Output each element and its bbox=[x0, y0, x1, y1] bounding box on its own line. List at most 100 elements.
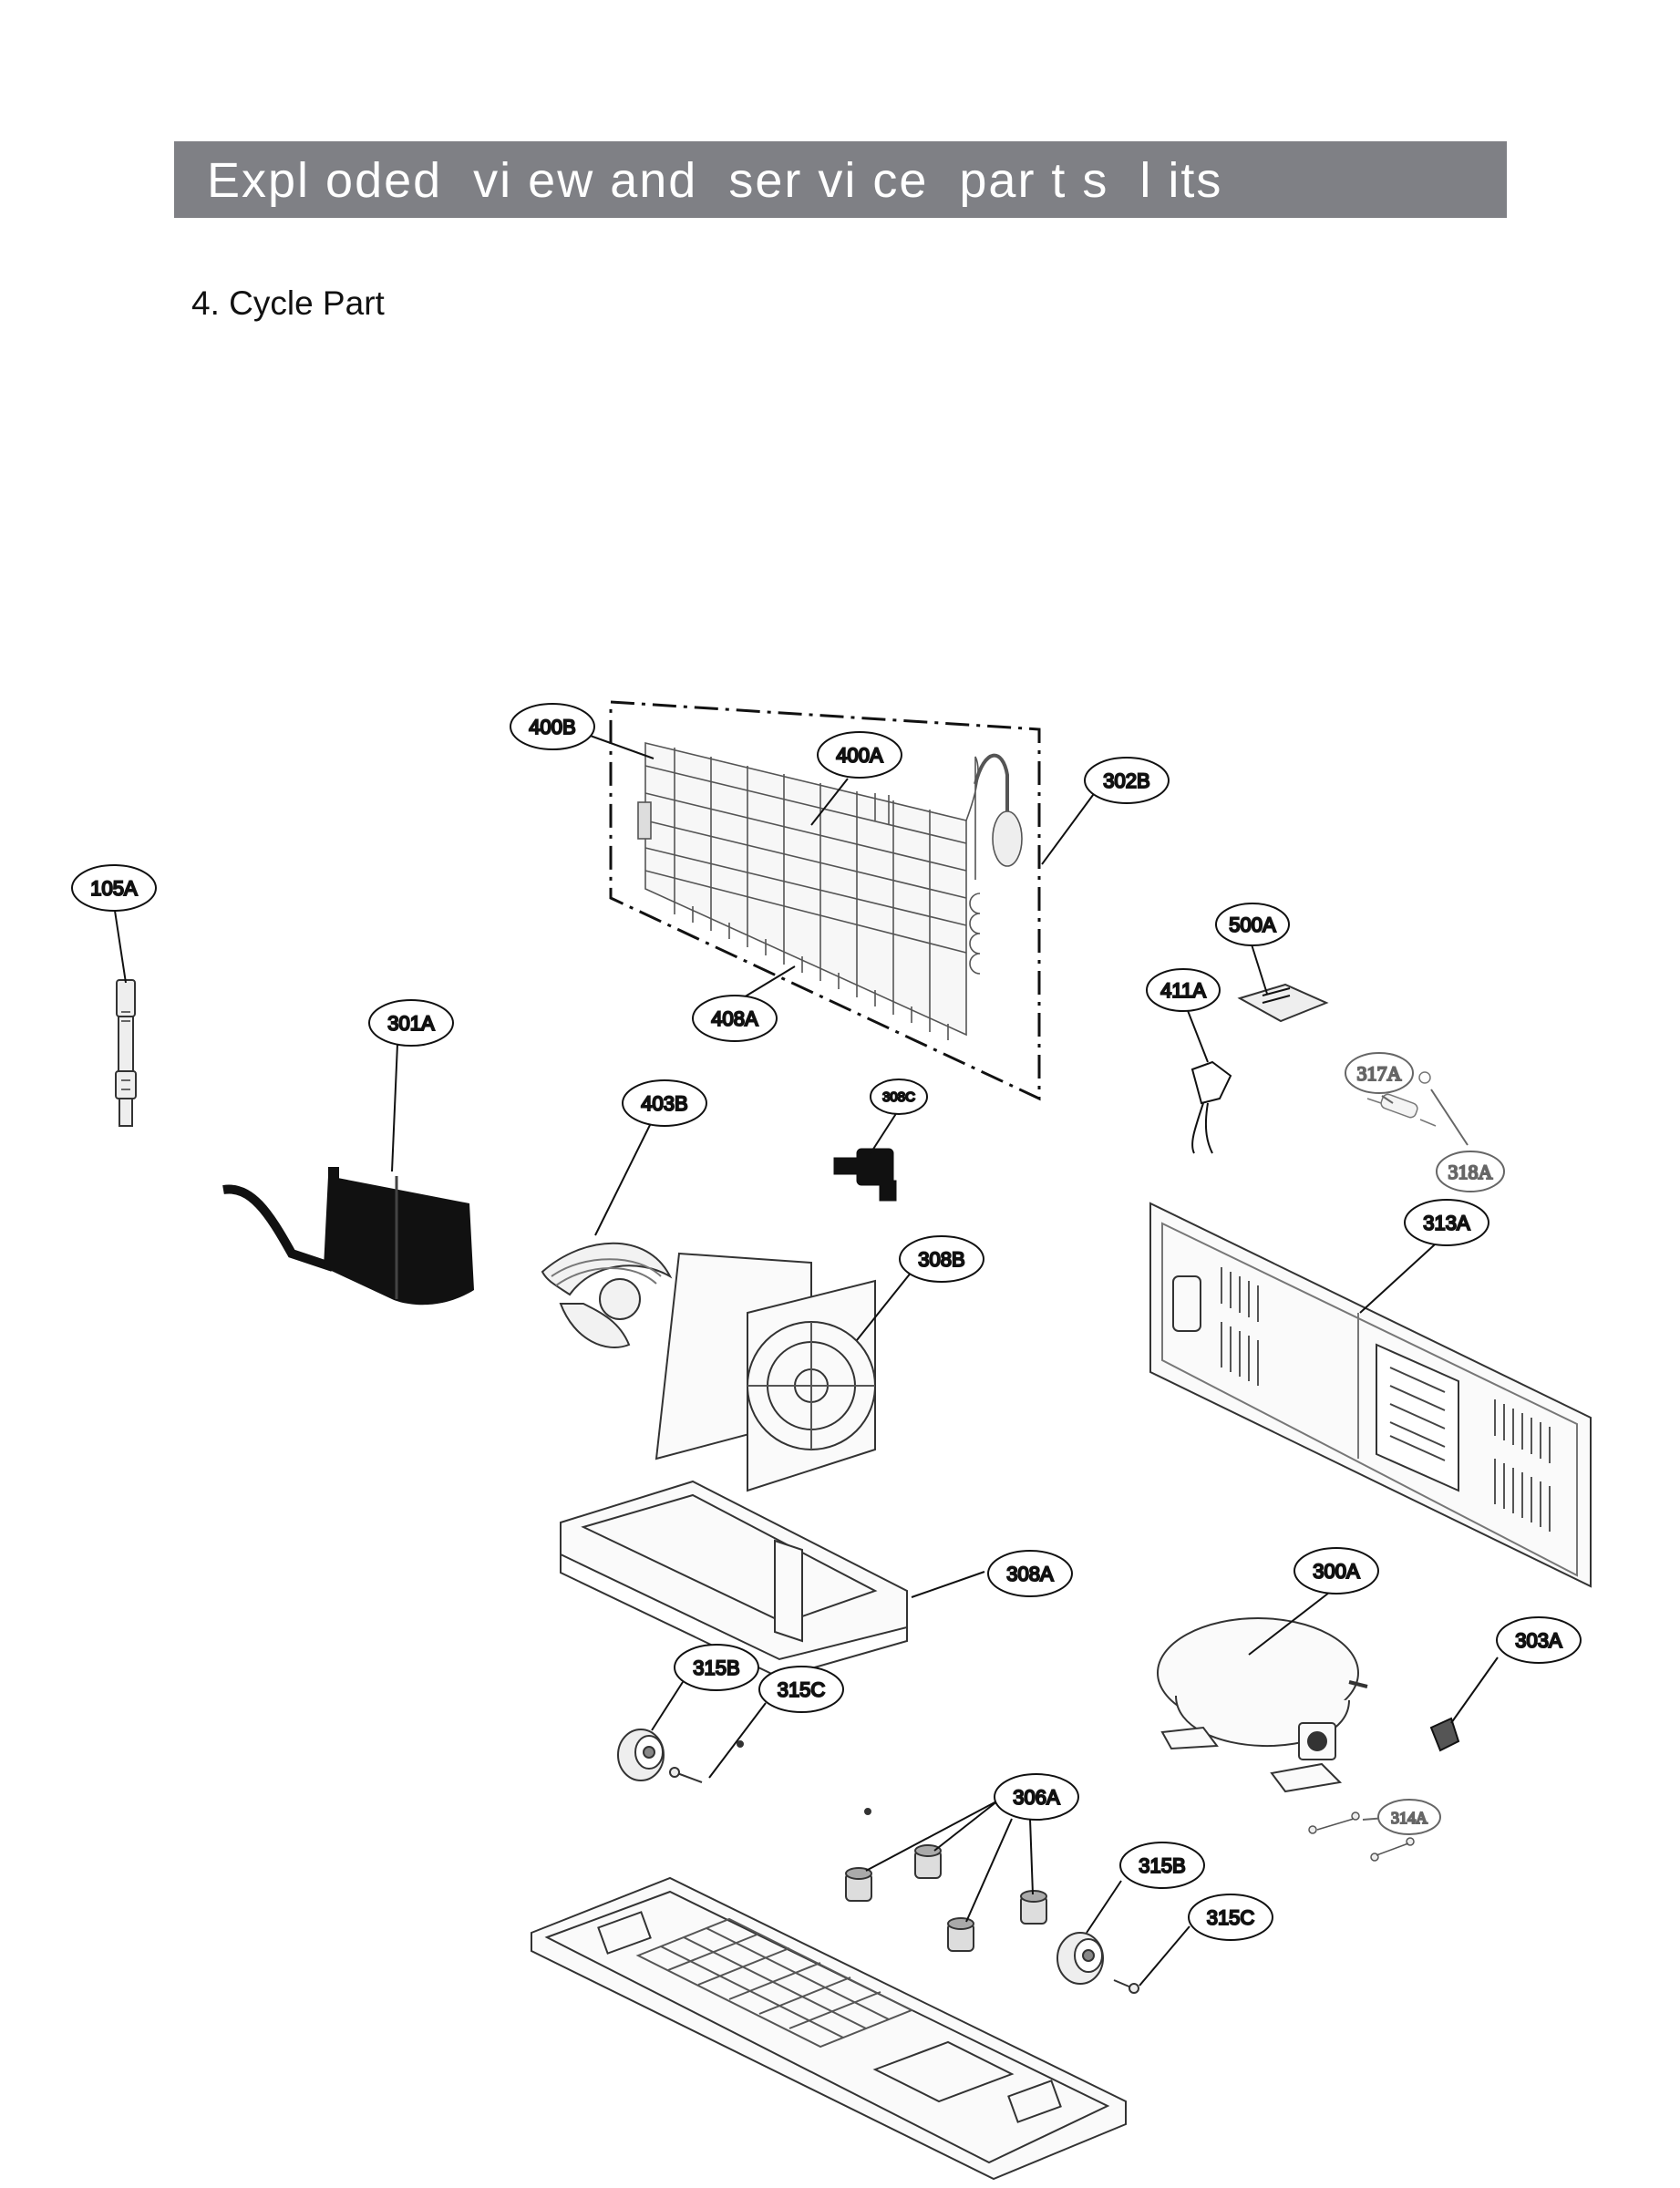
cushion-3 bbox=[947, 1917, 974, 1952]
leader-315B-1 bbox=[651, 1681, 684, 1731]
svg-text:315B: 315B bbox=[1139, 1854, 1185, 1877]
svg-text:308A: 308A bbox=[1006, 1563, 1054, 1585]
svg-text:408A: 408A bbox=[711, 1007, 758, 1030]
callout-308B: 308B bbox=[899, 1235, 984, 1283]
leader-315B-2 bbox=[1086, 1880, 1122, 1934]
back-cover-part bbox=[1149, 1202, 1592, 1588]
fan-motor-part bbox=[833, 1148, 897, 1202]
leader-500A bbox=[1251, 944, 1268, 995]
callout-500A: 500A bbox=[1215, 903, 1290, 946]
fan-shroud-part bbox=[654, 1252, 876, 1492]
evaporator-coil bbox=[637, 741, 1023, 1040]
leader-303A bbox=[1450, 1656, 1499, 1724]
leader-306A-a bbox=[865, 1800, 999, 1872]
svg-text:314A: 314A bbox=[1391, 1809, 1427, 1827]
svg-text:315C: 315C bbox=[778, 1678, 826, 1701]
callout-300A: 300A bbox=[1293, 1547, 1379, 1595]
leader-315C-2 bbox=[1139, 1925, 1190, 1987]
leader-308A bbox=[911, 1571, 985, 1598]
callout-317A: 317A bbox=[1345, 1052, 1414, 1094]
callout-308A: 308A bbox=[987, 1550, 1073, 1597]
callout-302B: 302B bbox=[1084, 757, 1170, 804]
leader-317A bbox=[1381, 1095, 1394, 1104]
svg-text:411A: 411A bbox=[1160, 979, 1206, 1002]
callout-314A: 314A bbox=[1377, 1799, 1441, 1835]
callout-303A: 303A bbox=[1496, 1616, 1582, 1664]
grommet-part-1 bbox=[617, 1729, 665, 1781]
callout-315B-2: 315B bbox=[1119, 1842, 1205, 1889]
svg-text:400A: 400A bbox=[836, 744, 883, 767]
svg-text:315B: 315B bbox=[693, 1656, 739, 1679]
leader-315C-1 bbox=[708, 1702, 767, 1779]
svg-text:403B: 403B bbox=[641, 1092, 687, 1115]
svg-text:318A: 318A bbox=[1448, 1161, 1493, 1183]
callout-403B: 403B bbox=[622, 1079, 707, 1127]
cushion-2 bbox=[914, 1844, 942, 1879]
callout-105A: 105A bbox=[71, 864, 157, 912]
leader-306A-c bbox=[965, 1818, 1013, 1923]
leader-lines bbox=[114, 733, 1499, 1987]
leader-302B bbox=[1041, 790, 1097, 865]
callout-315C-1: 315C bbox=[758, 1666, 844, 1713]
pcb-part bbox=[1237, 983, 1329, 1023]
callout-315C-2: 315C bbox=[1188, 1894, 1273, 1941]
callouts: 105A 301A 400B 400A 302B 408A 403B 308C … bbox=[71, 703, 1582, 1941]
leader-403B bbox=[594, 1120, 653, 1236]
compressor-part bbox=[1157, 1617, 1368, 1793]
vent-slots-left bbox=[1221, 1267, 1259, 1386]
page-title: Expl oded vi ew and ser vi ce par t s l … bbox=[207, 153, 1223, 208]
screw-part-2 bbox=[1113, 1979, 1139, 1994]
leader-306A-b bbox=[933, 1800, 999, 1852]
callout-306A: 306A bbox=[994, 1773, 1079, 1821]
svg-text:300A: 300A bbox=[1313, 1560, 1360, 1583]
power-cord-part bbox=[1190, 1060, 1232, 1154]
cushion-4 bbox=[1020, 1890, 1047, 1925]
svg-text:400B: 400B bbox=[529, 716, 575, 738]
header-banner: Expl oded vi ew and ser vi ce par t s l … bbox=[174, 141, 1507, 218]
cushion-1 bbox=[845, 1867, 872, 1902]
fan-blade-part bbox=[541, 1242, 673, 1348]
callout-408A: 408A bbox=[692, 995, 778, 1042]
leader-306A-d bbox=[1029, 1818, 1034, 1895]
leader-318A bbox=[1430, 1089, 1469, 1146]
grommet-part-2 bbox=[1056, 1932, 1104, 1985]
terminal-screws-part bbox=[1308, 1811, 1415, 1862]
callout-313A: 313A bbox=[1404, 1199, 1489, 1246]
screw-part-1 bbox=[669, 1740, 744, 1783]
callout-400B: 400B bbox=[510, 703, 595, 750]
leader-400B bbox=[584, 733, 654, 759]
callout-308C: 308C bbox=[870, 1079, 928, 1115]
condenser-part bbox=[222, 1167, 474, 1306]
callout-315B-1: 315B bbox=[674, 1644, 759, 1691]
callout-411A: 411A bbox=[1146, 968, 1221, 1012]
leader-301A bbox=[391, 1043, 398, 1172]
leader-411A bbox=[1186, 1007, 1209, 1063]
capillary-tube-part bbox=[115, 979, 137, 1127]
relay-part bbox=[1366, 1071, 1437, 1127]
svg-text:303A: 303A bbox=[1515, 1629, 1562, 1652]
svg-text:308C: 308C bbox=[882, 1089, 915, 1105]
section-title: 4. Cycle Part bbox=[191, 284, 385, 322]
leader-308B bbox=[856, 1271, 912, 1341]
svg-text:302B: 302B bbox=[1103, 769, 1149, 792]
svg-text:301A: 301A bbox=[387, 1012, 435, 1035]
svg-text:317A: 317A bbox=[1357, 1062, 1402, 1085]
vent-grid bbox=[635, 1917, 914, 2049]
leader-308C bbox=[870, 1111, 898, 1154]
leader-300A bbox=[1248, 1585, 1338, 1656]
svg-text:105A: 105A bbox=[90, 877, 138, 900]
overload-part bbox=[1429, 1717, 1460, 1752]
cushion-parts bbox=[845, 1808, 1047, 1952]
svg-text:313A: 313A bbox=[1423, 1212, 1470, 1234]
callout-301A: 301A bbox=[368, 999, 454, 1047]
callout-400A: 400A bbox=[817, 731, 902, 779]
svg-text:500A: 500A bbox=[1229, 913, 1276, 936]
leader-313A bbox=[1359, 1234, 1446, 1314]
evaporator-assembly bbox=[609, 700, 1041, 1101]
leader-400A bbox=[810, 778, 849, 826]
vent-slots-right bbox=[1494, 1399, 1551, 1532]
svg-text:308B: 308B bbox=[918, 1248, 964, 1271]
svg-text:315C: 315C bbox=[1207, 1906, 1255, 1929]
base-plate-part bbox=[531, 1876, 1127, 2181]
svg-text:306A: 306A bbox=[1013, 1786, 1060, 1809]
